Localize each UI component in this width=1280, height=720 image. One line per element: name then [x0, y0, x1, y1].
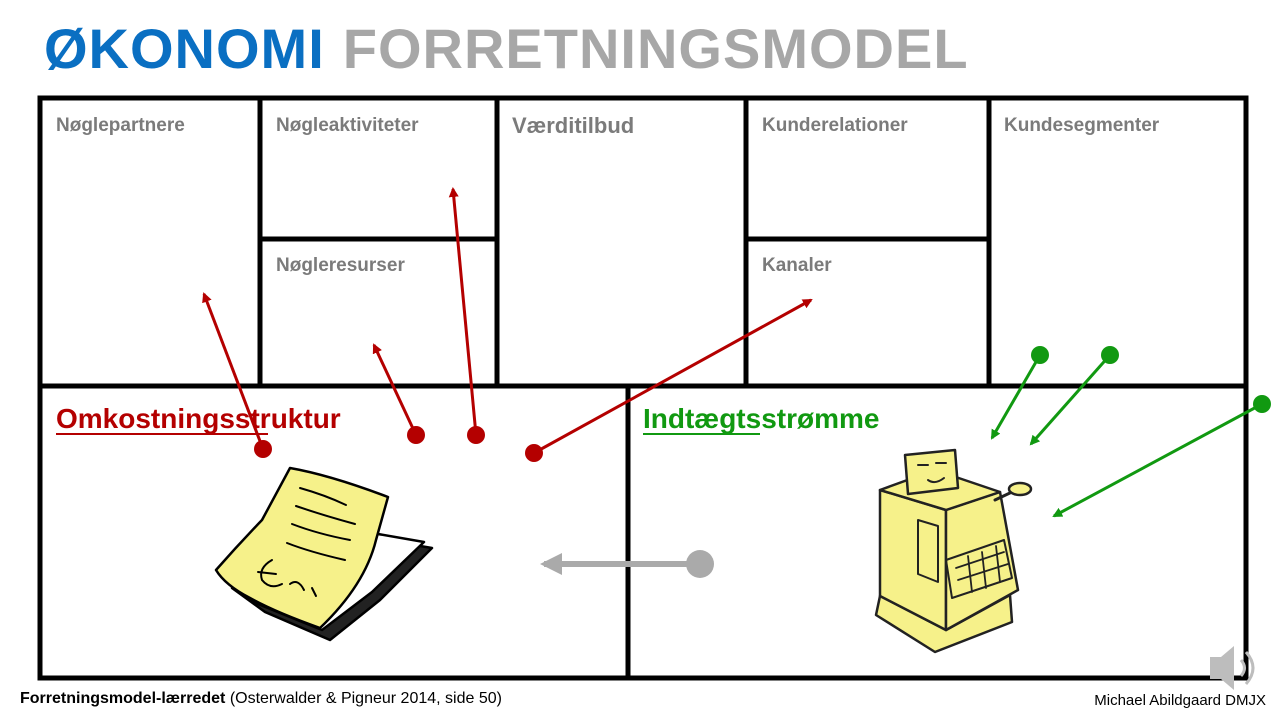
- source-reference: (Osterwalder & Pigneur 2014, side 50): [229, 690, 502, 707]
- bill-papers-icon: [214, 466, 434, 642]
- cost-arrow-activities-dot: [467, 426, 485, 444]
- cost-arrow-activities: [448, 187, 478, 436]
- title-business-model: FORRETNINGSMODEL: [342, 17, 969, 80]
- title-economy: ØKONOMI: [44, 17, 325, 80]
- block-key-activities: Nøgleaktiviteter: [276, 115, 419, 136]
- revenue-arrow-1-dot: [1031, 346, 1049, 364]
- block-revenue-streams: Indtægtsstrømme: [643, 403, 879, 434]
- cost-arrow-partners-dot: [254, 440, 272, 458]
- author-credit: Michael Abildgaard DMJX: [1094, 692, 1266, 709]
- page-title: ØKONOMI FORRETNINGSMODEL: [44, 16, 969, 81]
- block-value-propositions: Værditilbud: [512, 113, 634, 138]
- revenue-arrow-3-dot: [1253, 395, 1271, 413]
- revenue-arrow-2-dot: [1101, 346, 1119, 364]
- source-caption: Forretningsmodel-lærredet (Osterwalder &…: [20, 690, 502, 708]
- cost-arrow-resources: [372, 343, 418, 436]
- source-title: Forretningsmodel-lærredet: [20, 690, 226, 707]
- block-cost-structure: Omkostningsstruktur: [56, 403, 341, 434]
- revenue-arrow-1: [990, 354, 1042, 440]
- canvas-grid: [37, 95, 1249, 681]
- cost-arrow-partners: [202, 292, 265, 450]
- block-channels: Kanaler: [762, 255, 832, 276]
- revenue-arrow-2: [1029, 354, 1112, 446]
- cost-arrow-channels-dot: [525, 444, 543, 462]
- block-customer-relationships: Kunderelationer: [762, 115, 908, 136]
- block-key-resources: Nøgleresurser: [276, 255, 405, 276]
- cost-arrow-channels: [533, 298, 813, 455]
- cost-arrows: [202, 187, 813, 462]
- block-customer-segments: Kundesegmenter: [1004, 115, 1160, 136]
- revenue-to-cost-arrow: [540, 550, 714, 578]
- block-key-partners: Nøglepartnere: [56, 115, 185, 136]
- cash-register-icon: [874, 448, 1033, 654]
- speaker-icon[interactable]: [1210, 646, 1255, 690]
- revenue-arrows: [990, 346, 1271, 518]
- revenue-arrow-3: [1052, 402, 1263, 518]
- cost-arrow-resources-dot: [407, 426, 425, 444]
